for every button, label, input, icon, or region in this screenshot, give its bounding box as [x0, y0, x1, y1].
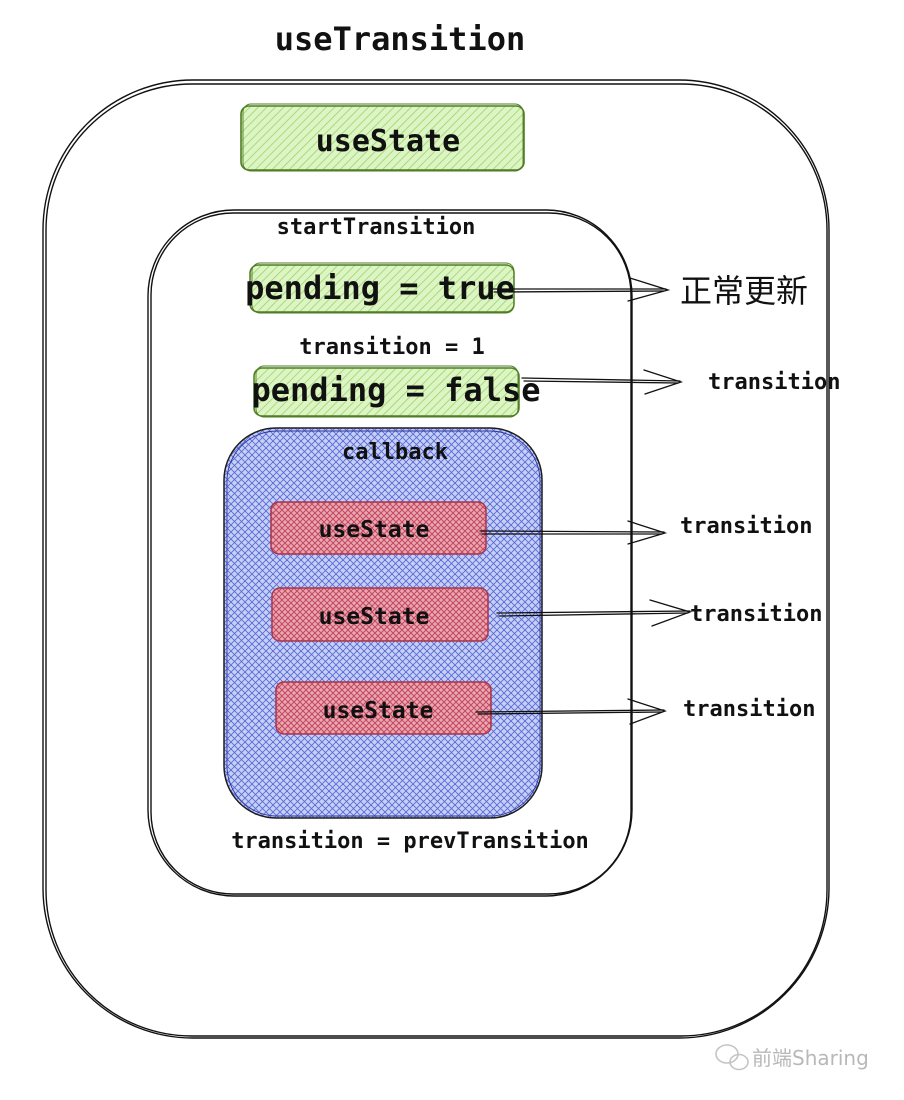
start-transition-container: startTransition [147, 209, 633, 897]
restore-transition-label: transition = prevTransition [231, 829, 589, 854]
transition-target-label: transition [690, 602, 822, 627]
arrow-pending-false [521, 369, 684, 395]
watermark-label: 前端Sharing [752, 1046, 869, 1070]
callback-state-label: useState [319, 517, 430, 543]
pending-false-box: pending = false [252, 365, 541, 418]
callback-state-box: useState [270, 501, 487, 555]
diagram-title: useTransition [275, 20, 525, 58]
callback-state-box: useState [275, 681, 492, 735]
transition-set-label: transition = 1 [299, 335, 484, 360]
callback-state-box: useState [271, 587, 489, 642]
transition-target-label: transition [680, 514, 812, 539]
normal-update-label: 正常更新 [680, 272, 808, 310]
pending-true-box: pending = true [245, 262, 515, 314]
pending-false-label: pending = false [252, 371, 541, 409]
arrow-state-3 [475, 698, 667, 725]
arrow-state-2 [496, 599, 693, 627]
transition-target-label: transition [683, 697, 815, 722]
watermark: 前端Sharing [715, 1044, 869, 1071]
callback-state-label: useState [323, 698, 434, 724]
use-transition-container [42, 79, 830, 1039]
callback-state-label: useState [319, 604, 430, 630]
arrow-pending-true [491, 277, 671, 302]
callback-label: callback [342, 440, 448, 465]
arrow-state-1 [479, 520, 668, 545]
pending-true-label: pending = true [245, 269, 515, 307]
outer-use-state-box: useState [240, 103, 525, 172]
transition-target-label: transition [708, 370, 840, 395]
outer-use-state-label: useState [316, 124, 461, 159]
start-transition-label: startTransition [277, 215, 476, 240]
wechat-icon [715, 1044, 749, 1071]
